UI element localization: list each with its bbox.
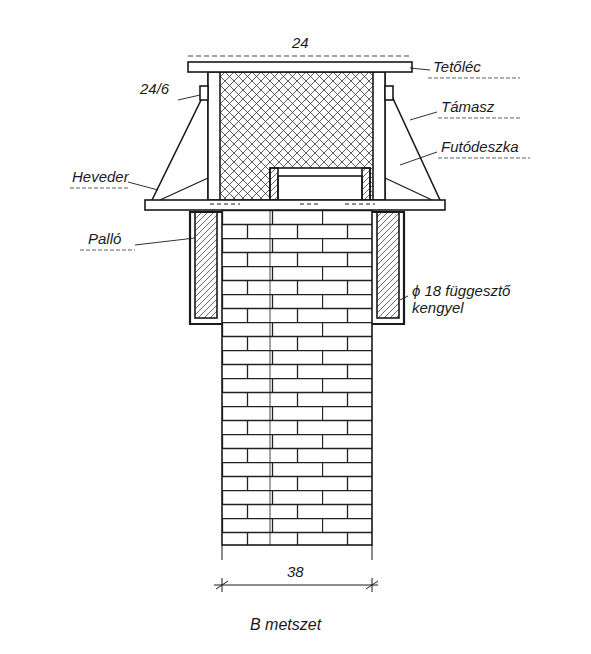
part-label: Heveder (72, 168, 129, 185)
dimension-label: 38 (287, 563, 304, 580)
part-label: Palló (88, 230, 121, 247)
part-label: Tetőléc (433, 58, 481, 75)
part-label: Támasz (441, 98, 494, 115)
dimension-label: 24 (292, 34, 309, 51)
dimension-label: 24/6 (140, 80, 169, 97)
part-label: Futódeszka (441, 138, 519, 155)
part-label: ϕ 18 függesztő kengyel (412, 282, 524, 317)
caption: B metszet (250, 616, 321, 634)
